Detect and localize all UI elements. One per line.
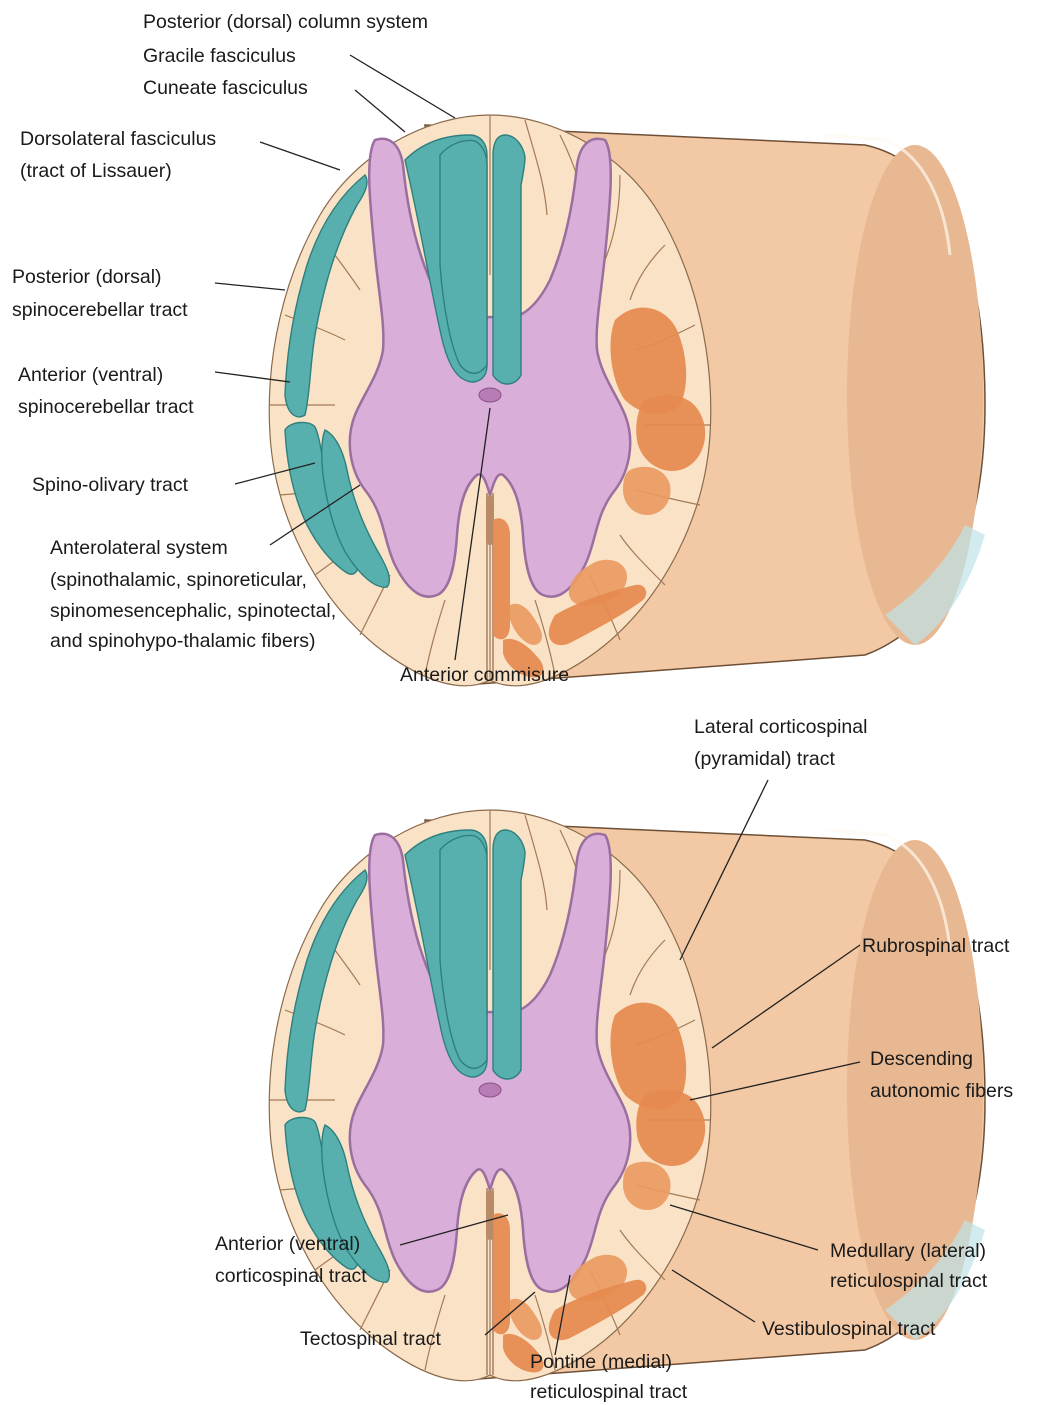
label-medullary-lateral: Medullary (lateral) xyxy=(830,1240,986,1262)
label-dorsolateral-fasciculus: Dorsolateral fasciculus xyxy=(20,128,216,150)
label-anterolateral-detail-1: (spinothalamic, spinoreticular, xyxy=(50,569,307,591)
label-anterolateral-detail-2: spinomesencephalic, spinotectal, xyxy=(50,600,336,622)
label-gracile-fasciculus: Gracile fasciculus xyxy=(143,45,296,67)
label-rubrospinal-tract: Rubrospinal tract xyxy=(862,935,1010,957)
label-pyramidal-tract: (pyramidal) tract xyxy=(694,748,835,770)
label-anterior-commisure: Anterior commisure xyxy=(400,664,569,686)
label-anterior-ventral-corticospinal: Anterior (ventral) xyxy=(215,1233,360,1255)
label-medullary-reticulospinal-tract: reticulospinal tract xyxy=(830,1270,988,1292)
label-anterior-ventral: Anterior (ventral) xyxy=(18,364,163,386)
top-spinal-cord-diagram xyxy=(269,115,985,686)
label-posterior-column-system: Posterior (dorsal) column system xyxy=(143,11,428,33)
label-descending: Descending xyxy=(870,1048,973,1070)
label-pontine-reticulospinal-tract: reticulospinal tract xyxy=(530,1381,688,1403)
label-anterior-spinocerebellar-tract: spinocerebellar tract xyxy=(18,396,194,418)
label-spino-olivary-tract: Spino-olivary tract xyxy=(32,474,189,496)
label-posterior-spinocerebellar-tract: spinocerebellar tract xyxy=(12,299,188,321)
label-anterior-corticospinal-tract: corticospinal tract xyxy=(215,1265,367,1287)
label-pontine-medial: Pontine (medial) xyxy=(530,1351,672,1373)
label-autonomic-fibers: autonomic fibers xyxy=(870,1080,1013,1102)
label-anterolateral-system: Anterolateral system xyxy=(50,537,228,559)
label-vestibulospinal-tract: Vestibulospinal tract xyxy=(762,1318,936,1340)
label-lateral-corticospinal: Lateral corticospinal xyxy=(694,716,867,738)
label-anterolateral-detail-3: and spinohypo-thalamic fibers) xyxy=(50,630,316,652)
label-tectospinal-tract: Tectospinal tract xyxy=(300,1328,441,1350)
label-cuneate-fasciculus: Cuneate fasciculus xyxy=(143,77,308,99)
label-posterior-dorsal: Posterior (dorsal) xyxy=(12,266,162,288)
label-tract-of-lissauer: (tract of Lissauer) xyxy=(20,160,172,182)
